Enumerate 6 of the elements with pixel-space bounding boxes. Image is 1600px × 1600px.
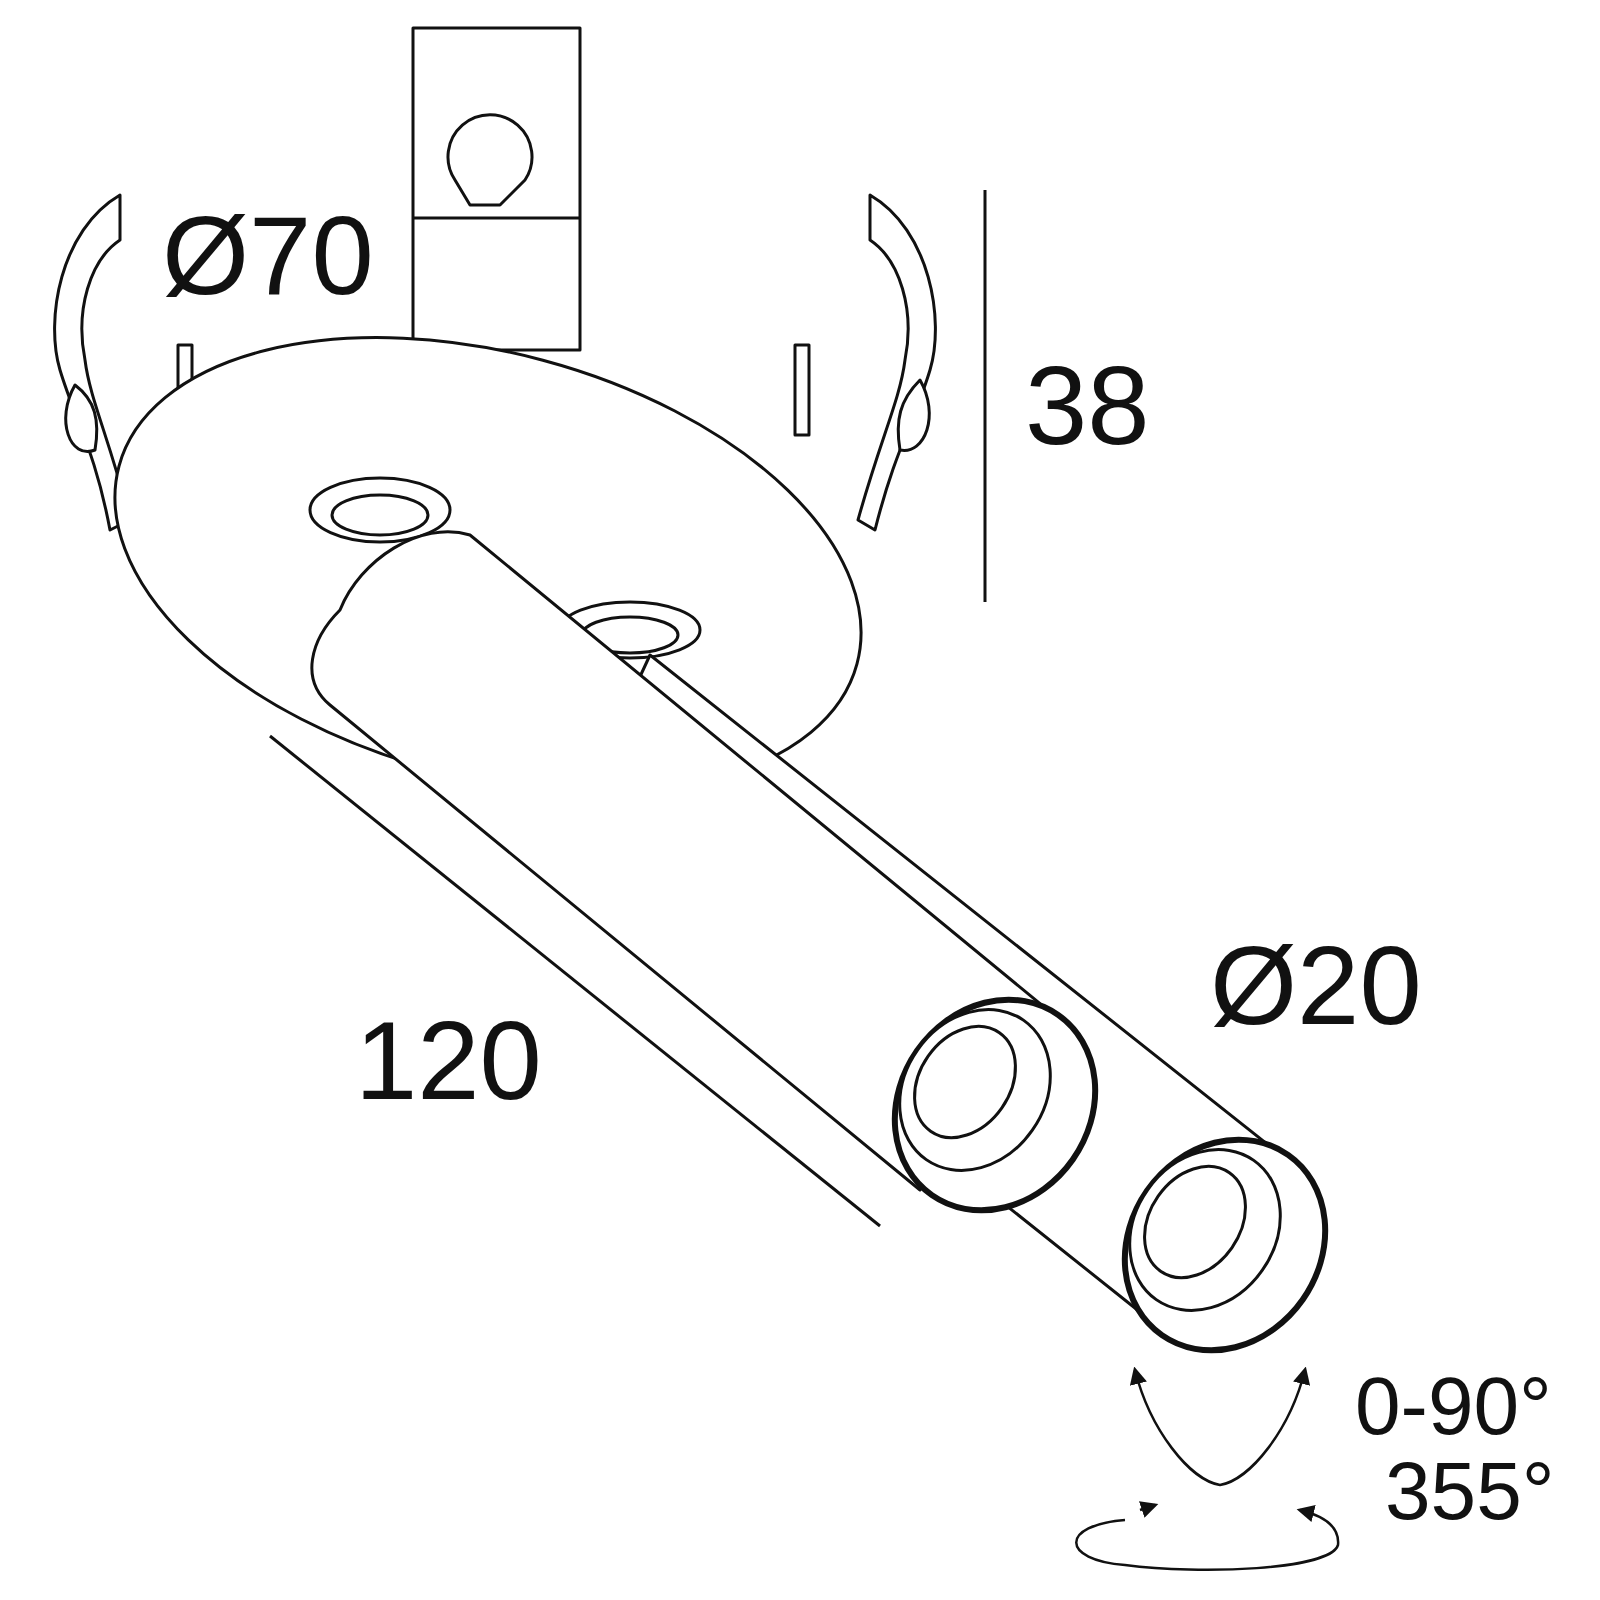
dimension-label: Ø20 [1210, 930, 1422, 1042]
dimension-label: 38 [1025, 350, 1150, 462]
dimension-label: 355° [1385, 1450, 1555, 1532]
dimension-label: 120 [355, 1005, 542, 1117]
dimension-label: Ø70 [162, 200, 374, 312]
dimension-label: 0-90° [1355, 1365, 1552, 1447]
